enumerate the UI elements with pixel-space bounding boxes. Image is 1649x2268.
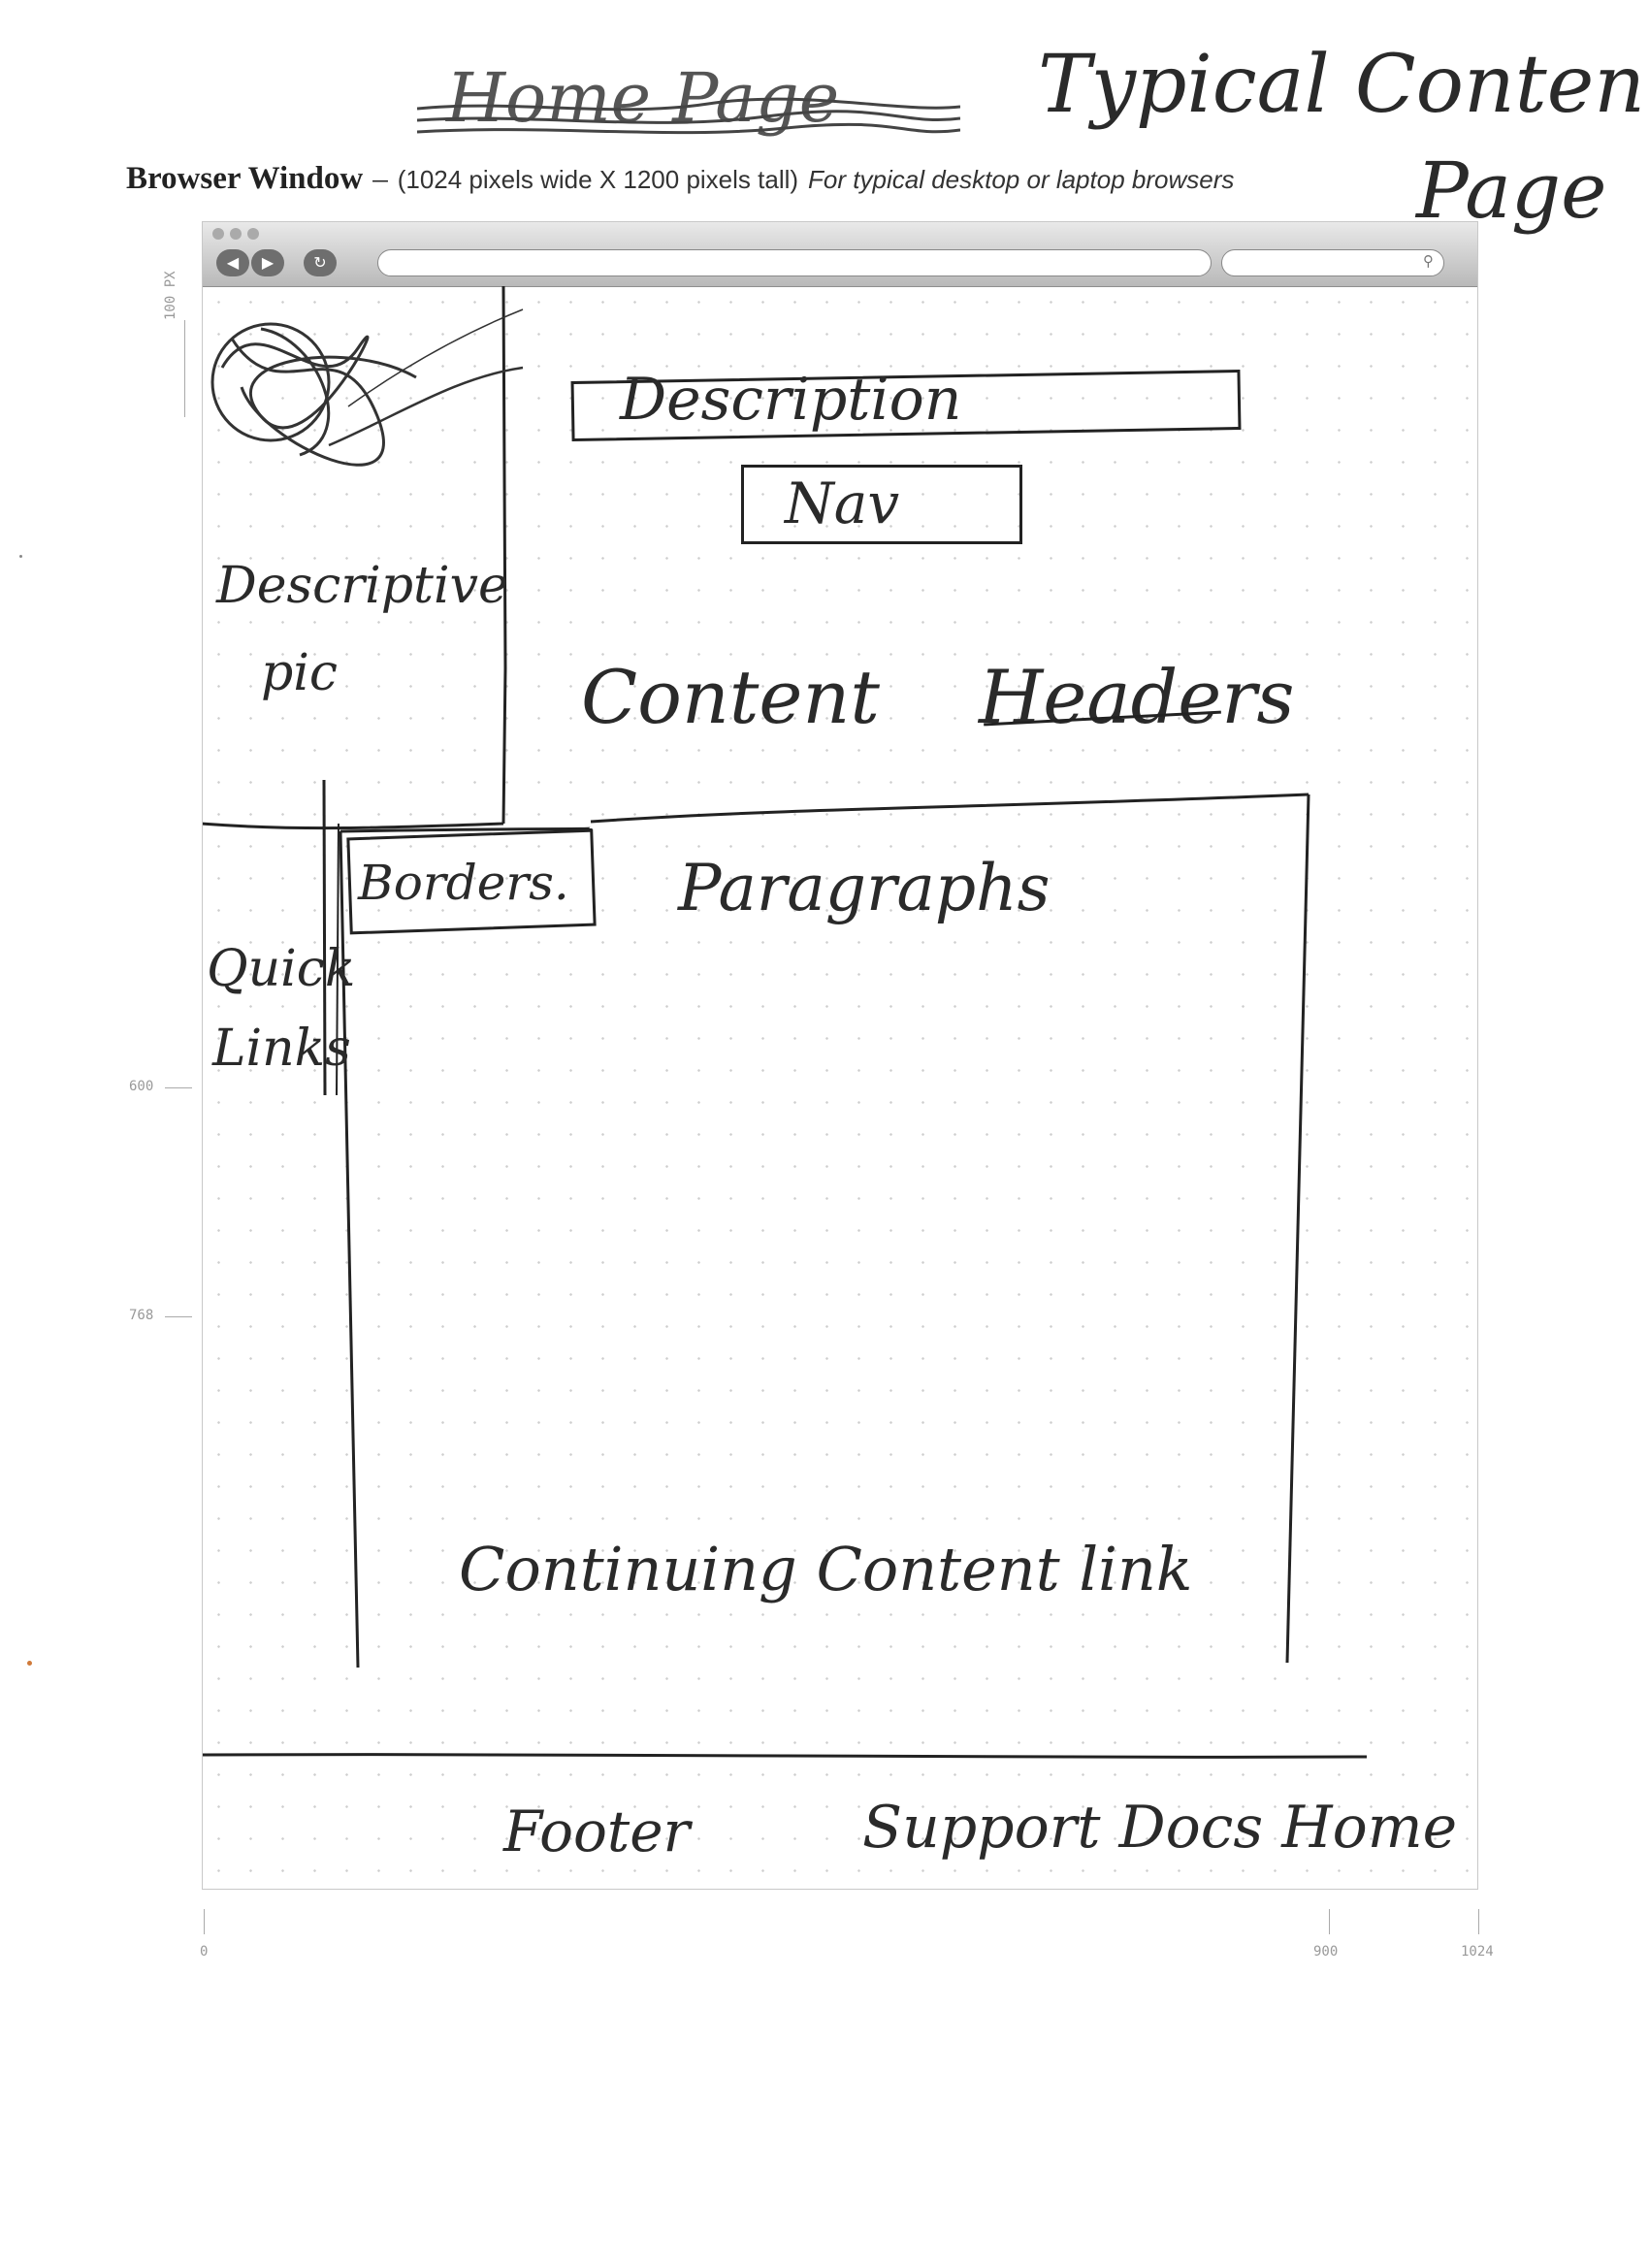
descriptive-pic-label: Descriptive <box>216 557 508 615</box>
ruler-tick <box>1329 1909 1330 1934</box>
ruler-tick <box>184 320 185 417</box>
quick-links-label-2: Links <box>212 1020 351 1078</box>
ruler-label-1024: 1024 <box>1461 1944 1494 1960</box>
browser-window-mock: ◀ ▶ ↻ ⚲ Description Nav Descriptiv <box>202 221 1478 1890</box>
nav-box <box>741 465 1022 544</box>
header-note: For typical desktop or laptop browsers <box>808 165 1235 194</box>
browser-search-box: ⚲ <box>1221 249 1444 276</box>
ruler-label-900: 900 <box>1313 1944 1339 1960</box>
page-title-line1: Typical Content <box>1038 39 1649 131</box>
document-header: Browser Window – (1024 pixels wide X 120… <box>126 161 1639 200</box>
header-title: Browser Window <box>126 161 364 196</box>
ruler-label-600: 600 <box>129 1079 154 1094</box>
content-headers-label: Content <box>581 654 880 740</box>
ruler-label-0: 0 <box>200 1944 209 1960</box>
ruler-tick <box>204 1909 205 1934</box>
reload-icon: ↻ <box>304 249 337 276</box>
descriptive-pic-label-2: pic <box>261 644 339 702</box>
borders-label: Borders. <box>358 855 569 911</box>
ruler-tick <box>1478 1909 1479 1934</box>
wireframe-strokes <box>203 285 1368 1759</box>
page-title-line2: Page <box>1416 146 1607 236</box>
strikethrough-scribble <box>417 89 960 147</box>
continuing-content-link-label: Continuing Content link <box>459 1534 1193 1604</box>
paragraphs-label: Paragraphs <box>678 851 1051 925</box>
window-dot <box>247 228 259 240</box>
struck-headers-word: Headers <box>979 654 1295 740</box>
quick-links-label: Quick <box>207 940 356 998</box>
forward-arrow-icon: ▶ <box>251 249 284 276</box>
description-label: Description <box>620 366 962 434</box>
url-bar <box>377 249 1212 276</box>
ruler-tick <box>165 1087 192 1088</box>
header-dash: – <box>372 161 388 195</box>
browser-toolbar: ◀ ▶ ↻ ⚲ <box>203 222 1477 287</box>
scan-mark <box>27 1661 32 1666</box>
scan-mark <box>19 555 22 558</box>
ruler-tick <box>165 1316 192 1317</box>
ruler-label-768: 768 <box>129 1308 154 1323</box>
ruler-label-100: 100 PX <box>163 271 178 320</box>
window-dot <box>230 228 242 240</box>
back-arrow-icon: ◀ <box>216 249 249 276</box>
header-dimensions: (1024 pixels wide X 1200 pixels tall) <box>397 165 799 194</box>
nav-label: Nav <box>785 470 900 536</box>
footer-links-label: Support Docs Home <box>862 1794 1458 1862</box>
window-dot <box>212 228 224 240</box>
footer-label: Footer <box>503 1798 691 1864</box>
search-icon: ⚲ <box>1423 252 1434 270</box>
